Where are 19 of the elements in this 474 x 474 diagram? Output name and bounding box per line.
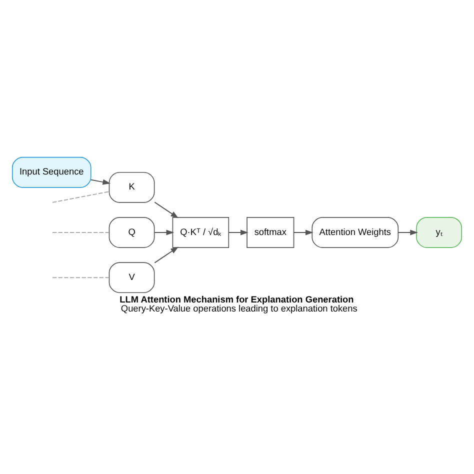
node-box: Q·Kᵀ / √dₖ xyxy=(172,216,230,248)
node-box: Q xyxy=(108,216,155,248)
diagram-title: LLM Attention Mechanism for Explanation Generation xyxy=(120,294,354,304)
node-box: K xyxy=(108,171,155,202)
caption: Query-Key-Value operations leading to explanation tokens xyxy=(120,303,358,314)
arrow xyxy=(154,246,179,263)
node-box: softmax xyxy=(246,216,294,248)
arrow xyxy=(293,229,314,235)
arrow xyxy=(154,229,174,235)
node-box: Input Sequence xyxy=(12,156,92,188)
connector xyxy=(52,190,110,202)
node-box: Attention Weights xyxy=(312,216,399,248)
arrow xyxy=(228,229,248,235)
arrow xyxy=(90,178,111,184)
arrow xyxy=(154,201,179,218)
node-box: V xyxy=(108,262,155,293)
connector xyxy=(52,276,110,278)
arrow xyxy=(398,229,418,235)
node-box: yₜ xyxy=(416,216,462,248)
